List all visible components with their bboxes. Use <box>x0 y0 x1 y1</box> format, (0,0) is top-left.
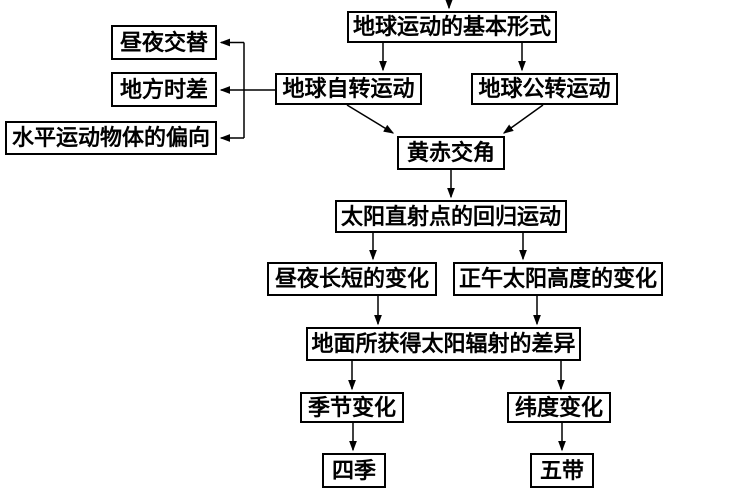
node-day-length-change-label: 昼夜长短的变化 <box>274 266 429 291</box>
node-four-seasons: 四季 <box>322 453 386 488</box>
node-latitude-change: 纬度变化 <box>507 392 611 423</box>
node-latitude-change-label: 纬度变化 <box>514 394 603 420</box>
node-horizontal-deflection: 水平运动物体的偏向 <box>5 121 217 155</box>
node-five-zones: 五带 <box>530 453 594 488</box>
node-basic-forms: 地球运动的基本形式 <box>347 11 557 43</box>
node-revolution: 地球公转运动 <box>471 73 618 105</box>
edge-revolution-to-ecliptic-obliquity <box>502 104 544 134</box>
node-horizontal-deflection-label: 水平运动物体的偏向 <box>11 125 210 150</box>
node-subsolar-return-movement-label: 太阳直射点的回归运动 <box>340 203 561 229</box>
node-noon-sun-altitude-change: 正午太阳高度的变化 <box>453 262 663 296</box>
node-rotation-label: 地球自转运动 <box>282 76 415 101</box>
node-ecliptic-obliquity: 黄赤交角 <box>397 136 505 170</box>
edge-rotation-to-ecliptic-obliquity <box>346 104 395 134</box>
node-subsolar-return-movement: 太阳直射点的回归运动 <box>335 200 567 233</box>
node-basic-forms-label: 地球运动的基本形式 <box>352 14 551 39</box>
node-local-time-difference: 地方时差 <box>111 72 217 107</box>
node-rotation: 地球自转运动 <box>275 73 422 105</box>
node-seasonal-change: 季节变化 <box>300 392 404 423</box>
node-seasonal-change-label: 季节变化 <box>307 394 396 420</box>
node-five-zones-label: 五带 <box>539 457 584 483</box>
node-day-length-change: 昼夜长短的变化 <box>267 262 437 296</box>
node-day-night-alternation: 昼夜交替 <box>111 25 217 60</box>
node-ground-radiation-difference-label: 地面所获得太阳辐射的差异 <box>311 331 576 356</box>
node-ground-radiation-difference: 地面所获得太阳辐射的差异 <box>306 327 581 361</box>
node-four-seasons-label: 四季 <box>331 457 376 483</box>
node-day-night-alternation-label: 昼夜交替 <box>119 29 208 55</box>
node-local-time-difference-label: 地方时差 <box>119 76 208 102</box>
node-ecliptic-obliquity-label: 黄赤交角 <box>406 140 495 165</box>
node-noon-sun-altitude-change-label: 正午太阳高度的变化 <box>458 266 657 291</box>
node-revolution-label: 地球公转运动 <box>478 76 611 101</box>
